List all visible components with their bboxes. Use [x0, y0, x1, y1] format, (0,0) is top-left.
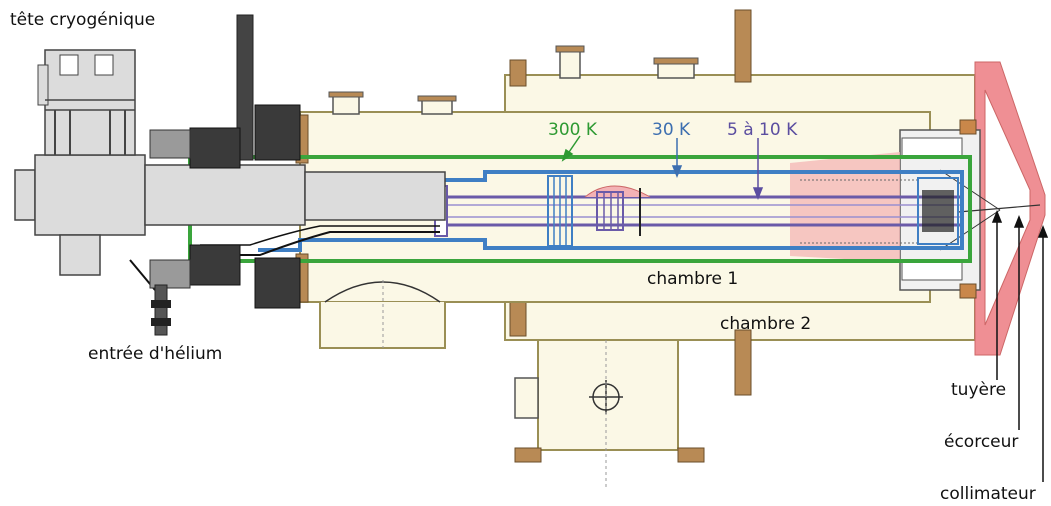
temperature-5-10k-label: 5 à 10 K — [727, 120, 798, 140]
temperature-30k-label: 30 K — [652, 120, 691, 140]
collimator-label: collimateur — [940, 484, 1036, 504]
cryogenic-head-label: tête cryogénique — [10, 10, 156, 30]
cold-tubes-5-10k — [434, 175, 960, 247]
chamber-1-label: chambre 1 — [647, 269, 739, 289]
warm-region — [790, 152, 900, 262]
chamber-2-label: chambre 2 — [720, 314, 812, 334]
helium-inlet-label: entrée d'hélium — [88, 344, 223, 364]
nozzle-label: tuyère — [951, 380, 1007, 400]
skimmer-label: écorceur — [944, 432, 1019, 452]
arrows — [561, 135, 1049, 482]
temperature-300k-label: 300 K — [548, 120, 597, 140]
cryogenic-head — [14, 14, 446, 336]
